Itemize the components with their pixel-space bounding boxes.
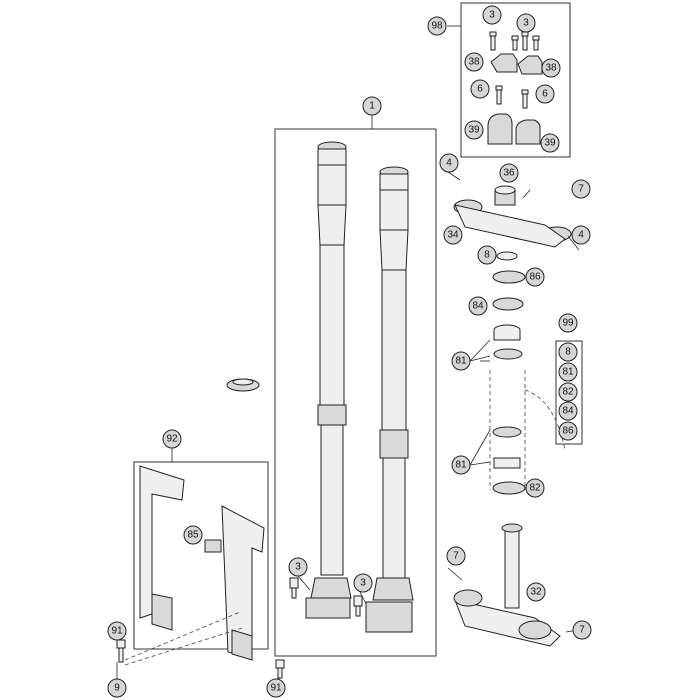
kit-99-item-8: 8: [558, 342, 578, 362]
loose-ring: [226, 378, 260, 392]
callout-6: 6: [470, 79, 490, 99]
svg-text:39: 39: [544, 138, 556, 149]
svg-text:3: 3: [295, 562, 301, 573]
callout-3: 3: [482, 5, 502, 25]
fork-guard-box: [133, 448, 269, 650]
svg-text:36: 36: [503, 168, 515, 179]
lower-triple-clamp: [447, 523, 579, 647]
svg-text:38: 38: [468, 57, 480, 68]
callout-86: 86: [525, 267, 545, 287]
callout-84: 84: [468, 296, 488, 316]
fork-leg-left: [305, 141, 352, 619]
callout-3: 3: [353, 573, 373, 593]
svg-text:3: 3: [523, 18, 529, 29]
svg-text:8: 8: [565, 347, 571, 358]
svg-text:34: 34: [447, 230, 459, 241]
fork-guard-left: [139, 465, 185, 631]
axle-screws: [289, 575, 367, 617]
svg-text:3: 3: [489, 10, 495, 21]
svg-text:6: 6: [542, 89, 548, 100]
svg-text:4: 4: [578, 230, 584, 241]
kit-99-item-86: 86: [558, 421, 578, 441]
ghost-steering-outline: [489, 370, 566, 490]
svg-text:7: 7: [453, 551, 459, 562]
callout-81: 81: [451, 455, 471, 475]
svg-text:92: 92: [166, 434, 178, 445]
callout-7: 7: [571, 179, 591, 199]
fork-guard-right: [204, 505, 265, 661]
kit-99-item-81: 81: [558, 362, 578, 382]
callout-34: 34: [443, 225, 463, 245]
svg-text:39: 39: [468, 125, 480, 136]
callout-3: 3: [516, 13, 536, 33]
callout-92: 92: [162, 429, 182, 449]
svg-text:1: 1: [369, 101, 375, 112]
callout-4: 4: [439, 153, 459, 173]
callout-1: 1: [362, 96, 382, 116]
svg-text:91: 91: [270, 683, 282, 694]
svg-text:98: 98: [431, 21, 443, 32]
callout-8: 8: [477, 245, 497, 265]
svg-text:3: 3: [360, 578, 366, 589]
callout-38: 38: [541, 58, 561, 78]
svg-text:86: 86: [562, 426, 574, 437]
callout-39: 39: [464, 120, 484, 140]
svg-text:81: 81: [562, 367, 574, 378]
callout-39: 39: [540, 133, 560, 153]
svg-text:7: 7: [579, 625, 585, 636]
callout-7: 7: [446, 546, 466, 566]
svg-text:86: 86: [529, 272, 541, 283]
callout-99: 99: [558, 313, 578, 333]
kit-98-parts: [487, 31, 543, 145]
svg-text:84: 84: [472, 301, 484, 312]
callout-32: 32: [526, 582, 546, 602]
upper-triple-clamp: [447, 171, 580, 251]
callout-36: 36: [499, 163, 519, 183]
callout-4: 4: [571, 225, 591, 245]
svg-text:8: 8: [484, 250, 490, 261]
svg-text:38: 38: [545, 63, 557, 74]
kit-98-box: [447, 2, 571, 158]
svg-text:4: 4: [446, 158, 452, 169]
fork-leg-right: [365, 166, 414, 633]
svg-text:91: 91: [111, 626, 123, 637]
svg-text:99: 99: [562, 318, 574, 329]
svg-text:6: 6: [477, 84, 483, 95]
callout-81: 81: [451, 351, 471, 371]
callout-38: 38: [464, 52, 484, 72]
callout-3: 3: [288, 557, 308, 577]
svg-text:7: 7: [578, 184, 584, 195]
callout-91: 91: [266, 678, 286, 698]
kit-99-item-84: 84: [558, 401, 578, 421]
svg-text:82: 82: [529, 483, 541, 494]
fork-guard-screws: [116, 611, 285, 679]
fork-assembly-box: [274, 115, 437, 657]
svg-text:85: 85: [187, 530, 199, 541]
callout-85: 85: [183, 525, 203, 545]
callout-82: 82: [525, 478, 545, 498]
bearing-stack: [469, 251, 526, 495]
svg-text:32: 32: [530, 587, 542, 598]
callout-91: 91: [107, 621, 127, 641]
svg-text:81: 81: [455, 356, 467, 367]
callout-7: 7: [572, 620, 592, 640]
kit-99-box: [555, 340, 583, 445]
svg-text:84: 84: [562, 406, 574, 417]
callout-98: 98: [427, 16, 447, 36]
callout-9: 9: [107, 678, 127, 698]
callout-6: 6: [535, 84, 555, 104]
svg-text:9: 9: [114, 683, 120, 694]
svg-text:82: 82: [562, 387, 574, 398]
svg-text:81: 81: [455, 460, 467, 471]
kit-99-item-82: 82: [558, 382, 578, 402]
